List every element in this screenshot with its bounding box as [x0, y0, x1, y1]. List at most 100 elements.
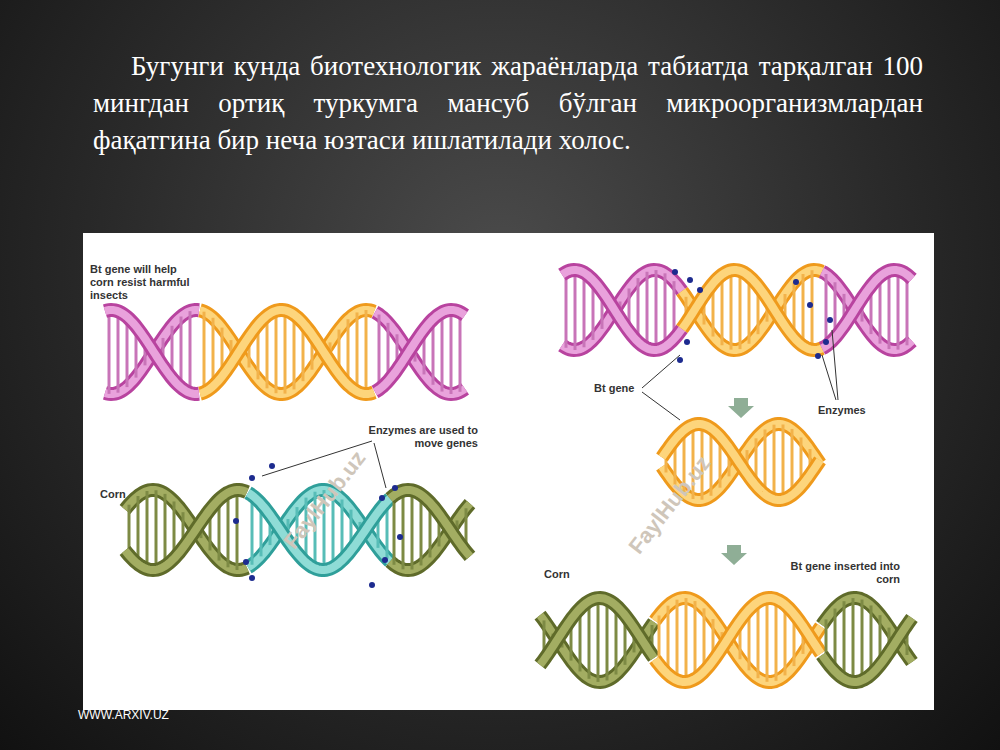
callout-label: Bt gene inserted into corn [790, 560, 900, 586]
base-pair [108, 310, 111, 394]
base-pair [775, 599, 778, 681]
enzyme-dot [243, 559, 249, 565]
base-pair [773, 425, 776, 500]
base-pair [189, 311, 192, 393]
base-pair [606, 600, 609, 681]
slide-title: Бугунги кунда биотехнологик жараёнларда … [93, 48, 923, 159]
enzyme-dot [677, 357, 683, 363]
base-pair [597, 598, 600, 682]
dna-strand [125, 490, 247, 570]
callout-label: Bt gene will help corn resist harmful in… [90, 263, 200, 303]
enzyme-dot [687, 277, 693, 283]
dna-strand [562, 270, 682, 350]
base-pair [906, 275, 909, 346]
base-pair [843, 601, 846, 679]
base-pair [685, 598, 688, 682]
base-pair [888, 271, 891, 349]
base-pair [825, 274, 828, 346]
enzyme-dot [827, 317, 833, 323]
base-pair [782, 424, 785, 499]
dna-strand [125, 490, 247, 570]
dna-strand [682, 270, 822, 350]
base-pair [251, 495, 254, 564]
base-pair [411, 490, 414, 569]
footer-url: WWW.ARXIV.UZ [78, 708, 208, 722]
dna-strand [105, 310, 199, 394]
enzyme-dot [249, 575, 255, 581]
base-pair [664, 273, 667, 346]
base-pair [146, 491, 149, 569]
base-pair [117, 311, 120, 392]
enzyme-dot [672, 269, 678, 275]
dna-strand [655, 598, 821, 682]
base-pair [450, 310, 453, 394]
part-label: Corn [100, 488, 160, 501]
base-pair [852, 598, 855, 682]
dna-strand [375, 310, 465, 392]
enzyme-dot [697, 287, 703, 293]
dna-strand [200, 310, 374, 394]
base-pair [583, 273, 586, 348]
base-pair [275, 311, 278, 393]
dna-strand [562, 270, 682, 350]
base-pair [441, 312, 444, 391]
callout-label: Enzymes [818, 404, 888, 417]
enzyme-dot [793, 279, 799, 285]
part-label: Corn [544, 568, 604, 581]
base-pair [739, 271, 742, 349]
dna-strand [822, 270, 912, 348]
base-pair [730, 270, 733, 349]
base-pair [266, 316, 269, 389]
base-pair [459, 312, 462, 392]
dna-strand [682, 270, 822, 350]
base-pair [721, 275, 724, 346]
base-pair [676, 600, 679, 681]
dna-strand [822, 618, 912, 682]
enzyme-dot [397, 534, 403, 540]
base-pair [393, 495, 396, 565]
base-pair [588, 601, 591, 679]
base-pair [574, 270, 577, 350]
dna-strand [105, 310, 199, 394]
leader-line [642, 355, 680, 388]
enzyme-dot [684, 339, 690, 345]
base-pair [356, 312, 359, 391]
enzyme-dot [815, 353, 821, 359]
base-pair [402, 491, 405, 570]
dna-strand [390, 490, 470, 556]
base-pair [646, 272, 649, 349]
enzyme-dot [369, 582, 375, 588]
enzyme-dot [823, 339, 829, 345]
base-pair [811, 270, 814, 350]
enzyme-dot [379, 495, 385, 501]
base-pair [694, 601, 697, 679]
base-pair [227, 493, 230, 568]
dna-strand [682, 270, 822, 350]
callout-label: Enzymes are used to move genes [358, 424, 478, 450]
dna-strand [655, 598, 821, 682]
leader-line [832, 330, 838, 400]
enzyme-dot [269, 463, 275, 469]
leader-line [642, 392, 680, 420]
base-pair [802, 274, 805, 346]
base-pair [284, 310, 287, 393]
dna-strand [200, 310, 374, 394]
base-pair [861, 600, 864, 681]
leader-line [374, 443, 386, 488]
dna-strand [125, 490, 247, 570]
dna-strand [390, 490, 470, 556]
enzyme-dot [249, 475, 255, 481]
dna-strand [540, 598, 654, 665]
base-pair [203, 312, 206, 393]
callout-label: Bt gene [594, 382, 654, 395]
dna-strand [655, 598, 821, 682]
base-pair [565, 272, 568, 348]
step-arrow [728, 398, 754, 418]
step-arrow [721, 545, 747, 565]
dna-strand [125, 490, 247, 570]
base-pair [766, 598, 769, 682]
enzyme-dot [382, 557, 388, 563]
dna-strand [822, 618, 912, 682]
dna-strand [540, 598, 654, 665]
dna-strand [105, 310, 199, 394]
